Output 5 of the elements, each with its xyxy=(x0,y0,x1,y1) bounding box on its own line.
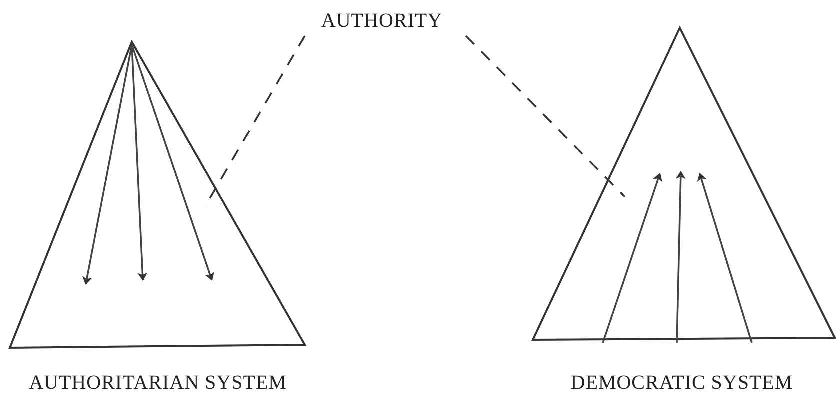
system-label: DEMOCRATIC SYSTEM xyxy=(570,372,794,395)
heading-label: AUTHORITY xyxy=(320,10,444,33)
system-label: AUTHORITARIAN SYSTEM xyxy=(28,372,288,395)
leader-line xyxy=(204,36,306,208)
leader-line xyxy=(465,35,626,198)
